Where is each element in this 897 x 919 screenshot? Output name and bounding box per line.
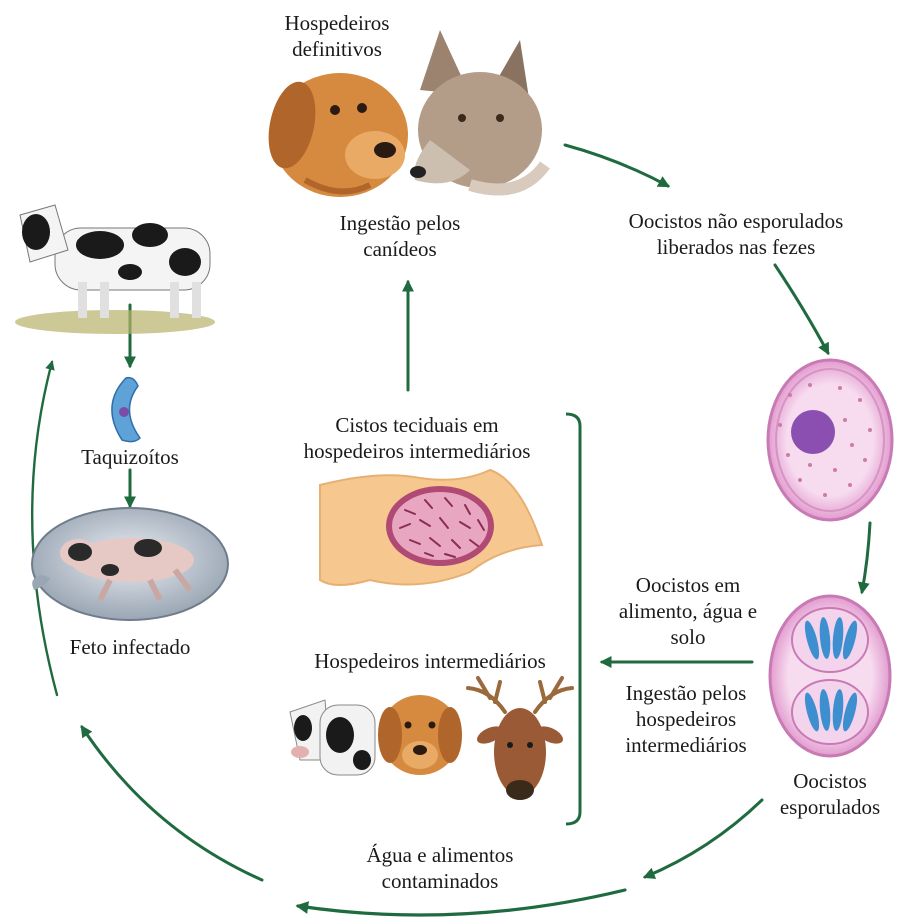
dog-head-illustration	[261, 73, 408, 197]
arrow-sporulated-to-contaminated	[645, 800, 762, 877]
tissue-cysts-line-1: Cistos teciduais em	[272, 412, 562, 438]
definitive-hosts-label: Hospedeiros definitivos	[262, 10, 412, 62]
deer-illustration	[468, 678, 572, 800]
tissue-cysts-line-2: hospedeiros intermediários	[272, 438, 562, 464]
oocysts-env-line-1: Oocistos em	[598, 572, 778, 598]
int-ingestion-line-1: Ingestão pelos	[596, 680, 776, 706]
intermediate-dog-illustration	[378, 695, 462, 775]
arrow-dogs-to-unsporulated	[565, 145, 668, 186]
definitive-hosts-line-1: Hospedeiros	[262, 10, 412, 36]
canid-ingestion-label: Ingestão pelos canídeos	[310, 210, 490, 262]
unsporulated-line-2: liberados nas fezes	[596, 234, 876, 260]
int-ingestion-line-2: hospedeiros	[596, 706, 776, 732]
int-ingestion-line-3: intermediários	[596, 732, 776, 758]
wolf-head-illustration	[410, 30, 545, 190]
unsporulated-line-1: Oocistos não esporulados	[596, 208, 876, 234]
contaminated-line-1: Água e alimentos	[340, 842, 540, 868]
unsporulated-oocysts-label: Oocistos não esporulados liberados nas f…	[596, 208, 876, 260]
cow-illustration	[15, 205, 215, 334]
contaminated-label: Água e alimentos contaminados	[340, 842, 540, 894]
intermediate-hosts-bracket	[566, 414, 580, 824]
infected-fetus-label: Feto infectado	[55, 634, 205, 660]
intermediate-hosts-label: Hospedeiros intermediários	[280, 648, 580, 674]
unsporulated-oocyst-illustration	[768, 360, 892, 520]
sporulated-oocyst-illustration	[770, 596, 890, 756]
sporulated-line-2: esporulados	[765, 794, 895, 820]
sporulated-line-1: Oocistos	[765, 768, 895, 794]
tachyzoites-label: Taquizoítos	[60, 444, 200, 470]
intermediate-ingestion-label: Ingestão pelos hospedeiros intermediário…	[596, 680, 776, 758]
contaminated-line-2: contaminados	[340, 868, 540, 894]
arrow-oocyst-to-sporulated	[862, 523, 870, 592]
arrow-unsporulated-to-oocyst	[775, 265, 828, 353]
canid-ingestion-line-1: Ingestão pelos	[310, 210, 490, 236]
definitive-hosts-line-2: definitivos	[262, 36, 412, 62]
fetus-illustration	[32, 508, 228, 620]
oocysts-env-line-3: solo	[598, 624, 778, 650]
canid-ingestion-line-2: canídeos	[310, 236, 490, 262]
tachyzoite-nucleus-shape	[119, 407, 129, 417]
intermediate-cow-illustration	[290, 700, 375, 775]
oocysts-environment-label: Oocistos em alimento, água e solo	[598, 572, 778, 650]
sporulated-oocysts-label: Oocistos esporulados	[765, 768, 895, 820]
tissue-cysts-label: Cistos teciduais em hospedeiros intermed…	[272, 412, 562, 464]
tissue-cyst-illustration	[320, 470, 542, 585]
oocysts-env-line-2: alimento, água e	[598, 598, 778, 624]
arrow-lower-left	[82, 727, 262, 880]
